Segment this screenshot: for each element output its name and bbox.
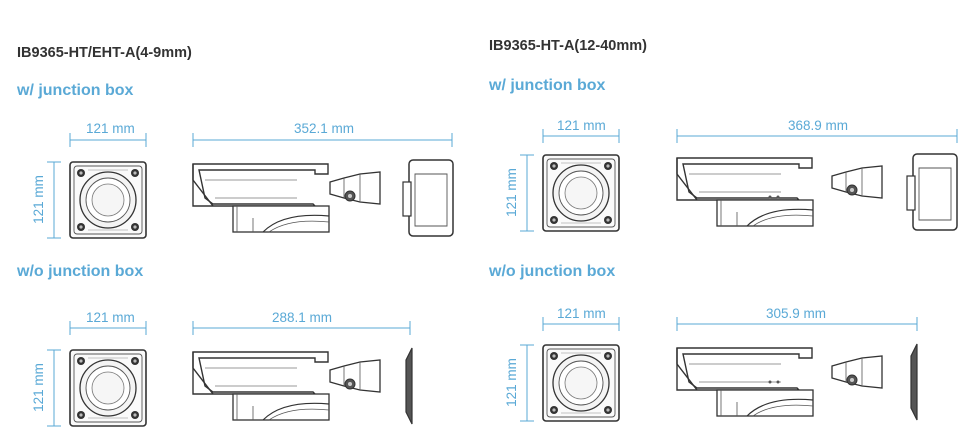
dim-length-with-box-left: 352.1 mm — [294, 121, 355, 136]
model-title-right: IB9365-HT-A(12-40mm) — [489, 38, 647, 54]
dim-length-without-box-right: 305.9 mm — [766, 306, 827, 321]
dim-width-without-box-left: 121 mm — [86, 310, 135, 325]
section-title-with-junction-box-left: w/ junction box — [17, 82, 134, 99]
dim-width-with-box-left: 121 mm — [86, 121, 135, 136]
dim-length-with-box-right: 368.9 mm — [788, 118, 849, 133]
section-title-with-junction-box-right: w/ junction box — [489, 77, 606, 94]
dim-height-with-box-right: 121 mm — [503, 168, 519, 217]
dim-width-without-box-right: 121 mm — [557, 306, 606, 321]
section-title-without-junction-box-left: w/o junction box — [17, 263, 144, 280]
model-title-left: IB9365-HT/EHT-A(4-9mm) — [17, 45, 192, 61]
dim-height-with-box-left: 121 mm — [30, 175, 46, 224]
dim-height-without-box-left: 121 mm — [30, 363, 46, 412]
dim-length-without-box-left: 288.1 mm — [272, 310, 333, 325]
section-title-without-junction-box-right: w/o junction box — [489, 263, 616, 280]
dim-width-with-box-right: 121 mm — [557, 118, 606, 133]
dim-height-without-box-right: 121 mm — [503, 358, 519, 407]
